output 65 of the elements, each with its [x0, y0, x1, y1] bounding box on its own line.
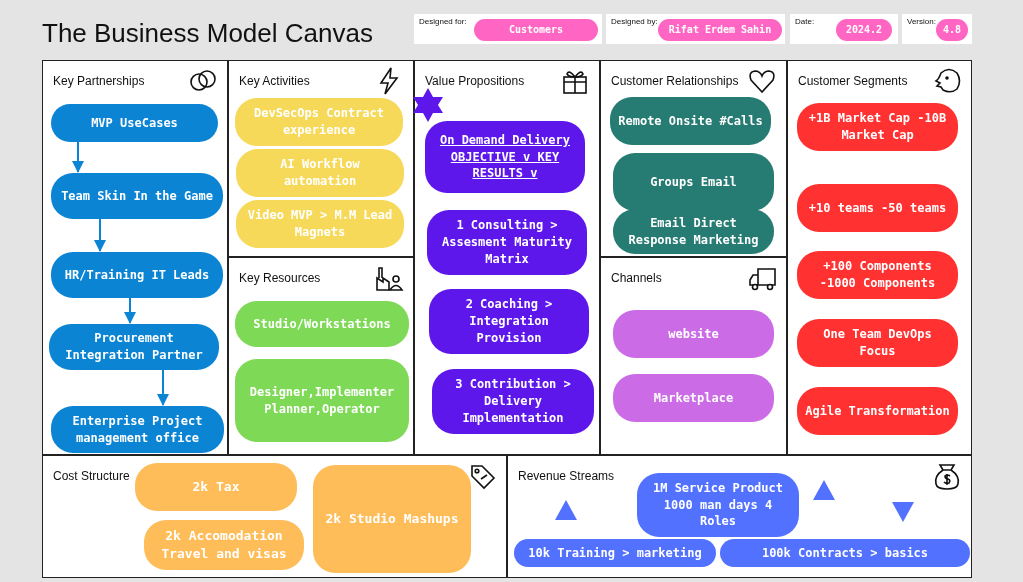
note-pill: 2024.2	[836, 19, 892, 41]
note-pill: AI Workflow automation	[236, 149, 404, 197]
note-pill: Team Skin In the Game	[51, 173, 223, 219]
note-pill: Customers	[474, 19, 598, 41]
note-pill: On Demand Delivery OBJECTIVE v KEY RESULTS v	[425, 121, 585, 193]
note-pill: Video MVP > M.M Lead Magnets	[236, 200, 404, 248]
note-pill: Rifat Erdem Sahin	[658, 19, 782, 41]
note-pill: +10 teams -50 teams	[797, 184, 958, 232]
note-pill: Studio/Workstations	[235, 301, 409, 347]
field-label: Version:	[907, 17, 936, 26]
note-pill: One Team DevOps Focus	[797, 319, 958, 367]
canvas-section	[42, 455, 507, 578]
canvas-section	[414, 60, 600, 455]
canvas-section	[228, 257, 414, 455]
section-heading: Customer Relationships	[611, 74, 739, 88]
arrow	[72, 140, 84, 173]
canvas-section	[600, 60, 787, 257]
section-heading: Key Resources	[239, 271, 321, 285]
note-pill: Email Direct Response Marketing	[613, 209, 774, 254]
note-pill: website	[613, 310, 774, 358]
note-pill: 1 Consulting > Assesment Maturity Matrix	[427, 210, 587, 275]
info-card	[414, 14, 602, 44]
section-heading: Value Propositions	[425, 74, 525, 88]
section-heading: Channels	[611, 271, 662, 285]
note-pill: 2k Tax	[135, 463, 297, 511]
info-card	[790, 14, 898, 44]
note-pill: Enterprise Project management office	[51, 406, 224, 453]
arrow	[157, 368, 169, 406]
note-pill: 4.8	[936, 19, 968, 41]
note-pill: Procurement Integration Partner	[49, 324, 219, 370]
note-pill: 2k Studio Mashups	[313, 465, 471, 573]
field-label: Designed for:	[419, 17, 467, 26]
field-label: Date:	[795, 17, 815, 26]
note-pill: +100 Components -1000 Components	[797, 251, 958, 299]
section-heading: Key Activities	[239, 74, 310, 88]
note-pill: 10k Training > marketing	[514, 539, 716, 567]
note-pill: 2k Accomodation Travel and visas	[144, 520, 304, 570]
note-pill: Groups Email	[613, 153, 774, 211]
note-pill: Marketplace	[613, 374, 774, 422]
page-title: The Business Model Canvas	[42, 18, 373, 49]
canvas-section	[507, 455, 972, 578]
canvas-section	[787, 60, 972, 455]
note-pill: 2 Coaching > Integration Provision	[429, 289, 589, 354]
arrow	[124, 296, 136, 324]
section-heading: Cost Structure	[53, 469, 130, 483]
section-heading: Revenue Streams	[518, 469, 615, 483]
field-label: Designed by:	[611, 17, 658, 26]
section-heading: Key Partnerships	[53, 74, 145, 88]
arrow	[94, 217, 106, 252]
note-pill: Agile Transformation	[797, 387, 958, 435]
canvas-section	[228, 60, 414, 257]
note-pill: +1B Market Cap -10B Market Cap	[797, 103, 958, 151]
info-card	[902, 14, 972, 44]
note-pill: 1M Service Product 1000 man days 4 Roles	[637, 473, 799, 537]
note-pill: MVP UseCases	[51, 104, 218, 142]
canvas-section	[600, 257, 787, 455]
note-pill: Designer,Implementer Planner,Operator	[235, 359, 409, 442]
canvas-section	[42, 60, 228, 455]
section-heading: Customer Segments	[798, 74, 908, 88]
note-pill: DevSecOps Contract experience	[235, 98, 403, 146]
info-card	[606, 14, 785, 44]
note-pill: 3 Contribution > Delivery Implementation	[432, 369, 594, 434]
note-pill: HR/Training IT Leads	[51, 252, 223, 298]
note-pill: Remote Onsite #Calls	[610, 97, 771, 145]
note-pill: 100k Contracts > basics	[720, 539, 970, 567]
